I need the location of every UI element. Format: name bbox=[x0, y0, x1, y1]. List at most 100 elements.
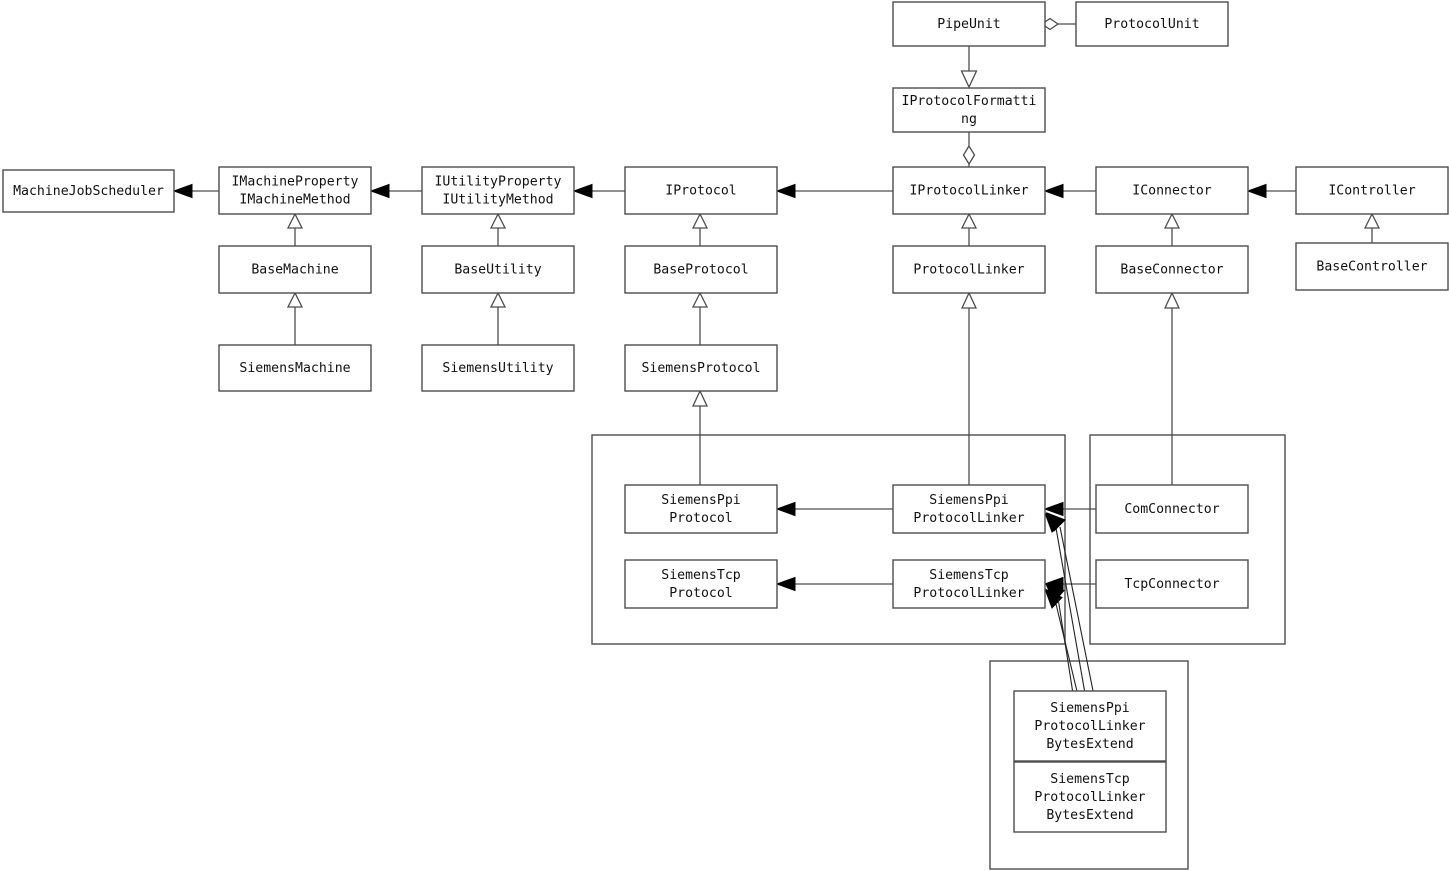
edge-iutility-imachine bbox=[369, 183, 422, 199]
node-box bbox=[624, 166, 778, 215]
edge-iprotocolformatting-iprotocollinker bbox=[962, 132, 976, 167]
node-label: Protocol bbox=[669, 511, 733, 526]
node-label: IProtocolFormatti bbox=[902, 94, 1037, 109]
class-node-IProtocolLinker[interactable]: IProtocolLinker bbox=[892, 166, 1046, 215]
class-node-SiemensUtility[interactable]: SiemensUtility bbox=[421, 344, 575, 392]
edge-basemachine-imachine bbox=[286, 212, 304, 246]
node-box bbox=[1013, 690, 1167, 762]
edge-siemensprotocol-baseprotocol bbox=[691, 291, 709, 345]
node-label: ProtocolLinker bbox=[913, 586, 1024, 601]
node-label: IProtocol bbox=[665, 184, 736, 199]
node-label: PipeUnit bbox=[937, 17, 1001, 32]
edge-ppibytesextend-tcplinker-cross bbox=[1045, 583, 1075, 701]
node-box bbox=[892, 87, 1046, 133]
node-box bbox=[1013, 761, 1167, 833]
node-box bbox=[892, 166, 1046, 215]
node-box bbox=[1075, 1, 1229, 47]
node-box bbox=[624, 484, 778, 534]
edge-baseprotocol-iprotocol bbox=[691, 212, 709, 246]
node-box bbox=[421, 245, 575, 294]
node-label: SiemensProtocol bbox=[641, 361, 760, 376]
group-bytes-extend-group bbox=[989, 660, 1189, 870]
edge-pipeunit-iprotocolformatting bbox=[960, 46, 978, 89]
node-label: SiemensPpi bbox=[1050, 701, 1129, 716]
class-node-BaseConnector[interactable]: BaseConnector bbox=[1095, 245, 1249, 294]
node-box bbox=[1095, 484, 1249, 534]
node-label: MachineJobScheduler bbox=[13, 184, 164, 199]
node-label: SiemensPpi bbox=[929, 493, 1008, 508]
node-box bbox=[218, 245, 372, 294]
edge-baseutility-iutility bbox=[489, 212, 507, 246]
edge-siemensppiprotocol-siemensprotocol bbox=[691, 389, 709, 485]
node-box bbox=[1095, 245, 1249, 294]
edge-baseconnector-iconnector bbox=[1163, 212, 1181, 246]
class-node-SiemensProtocol[interactable]: SiemensProtocol bbox=[624, 344, 778, 392]
class-node-IProtocol[interactable]: IProtocol bbox=[624, 166, 778, 215]
node-label: BaseConnector bbox=[1120, 263, 1223, 278]
class-node-PipeUnit[interactable]: PipeUnit bbox=[892, 1, 1046, 47]
node-label: ProtocolLinker bbox=[913, 263, 1024, 278]
class-node-ComConnector[interactable]: ComConnector bbox=[1095, 484, 1249, 534]
node-label: SiemensPpi bbox=[661, 493, 740, 508]
group-protocol-linker-group bbox=[591, 434, 1066, 645]
edge-icontroller-iconnector bbox=[1246, 183, 1296, 199]
node-label: IUtilityProperty bbox=[434, 175, 561, 190]
class-node-BaseUtility[interactable]: BaseUtility bbox=[421, 245, 575, 294]
node-label: ng bbox=[961, 112, 977, 127]
node-label: TcpConnector bbox=[1124, 577, 1219, 592]
edge-siemensppilinker-siemensppiprotocol bbox=[775, 501, 893, 517]
edge-comconnector-baseconnector bbox=[1163, 291, 1181, 485]
node-label: IConnector bbox=[1132, 184, 1211, 199]
edge-basecontroller-icontroller bbox=[1363, 212, 1381, 243]
node-box bbox=[2, 169, 175, 213]
edge-iconnector-iprotocollinker bbox=[1043, 183, 1096, 199]
class-node-IProtocolFormatting[interactable]: IProtocolFormatti ng bbox=[892, 87, 1046, 133]
class-node-TcpConnector[interactable]: TcpConnector bbox=[1095, 559, 1249, 609]
class-node-BaseProtocol[interactable]: BaseProtocol bbox=[624, 245, 778, 294]
class-node-IConnector[interactable]: IConnector bbox=[1095, 166, 1249, 215]
group-container-layer bbox=[591, 434, 1286, 870]
class-node-BaseController[interactable]: BaseController bbox=[1295, 242, 1449, 291]
node-label: BytesExtend bbox=[1046, 808, 1133, 823]
node-box bbox=[1295, 242, 1449, 291]
edge-iprotocollinker-iprotocol bbox=[775, 183, 893, 199]
node-box bbox=[1295, 166, 1449, 215]
class-node-BaseMachine[interactable]: BaseMachine bbox=[218, 245, 372, 294]
edge-iprotocol-iutility bbox=[572, 183, 625, 199]
node-label: BytesExtend bbox=[1046, 737, 1133, 752]
node-label: SiemensTcp bbox=[661, 568, 740, 583]
node-box bbox=[624, 559, 778, 609]
node-label: SiemensUtility bbox=[442, 361, 553, 376]
class-node-IController[interactable]: IController bbox=[1295, 166, 1449, 215]
class-node-MachineJobScheduler[interactable]: MachineJobScheduler bbox=[2, 169, 175, 213]
edge-siemensutility-baseutility bbox=[489, 291, 507, 345]
class-node-ProtocolUnit[interactable]: ProtocolUnit bbox=[1075, 1, 1229, 47]
class-node-ProtocolLinker[interactable]: ProtocolLinker bbox=[892, 245, 1046, 294]
node-box bbox=[624, 344, 778, 392]
node-box bbox=[218, 166, 372, 215]
node-label: IController bbox=[1328, 184, 1415, 199]
node-label: SiemensTcp bbox=[1050, 772, 1129, 787]
node-box bbox=[421, 344, 575, 392]
node-box bbox=[421, 166, 575, 215]
node-label: ComConnector bbox=[1124, 502, 1219, 517]
edge-comconnector-siemensppilinker bbox=[1043, 501, 1096, 517]
node-label: BaseMachine bbox=[251, 263, 338, 278]
node-label: BaseProtocol bbox=[653, 263, 748, 278]
node-label: ProtocolLinker bbox=[1034, 719, 1145, 734]
edge-siemensppilinker-protocollinker bbox=[960, 291, 978, 485]
node-box bbox=[892, 484, 1046, 534]
class-node-SiemensMachine[interactable]: SiemensMachine bbox=[218, 344, 372, 392]
node-label: BaseController bbox=[1316, 260, 1427, 275]
